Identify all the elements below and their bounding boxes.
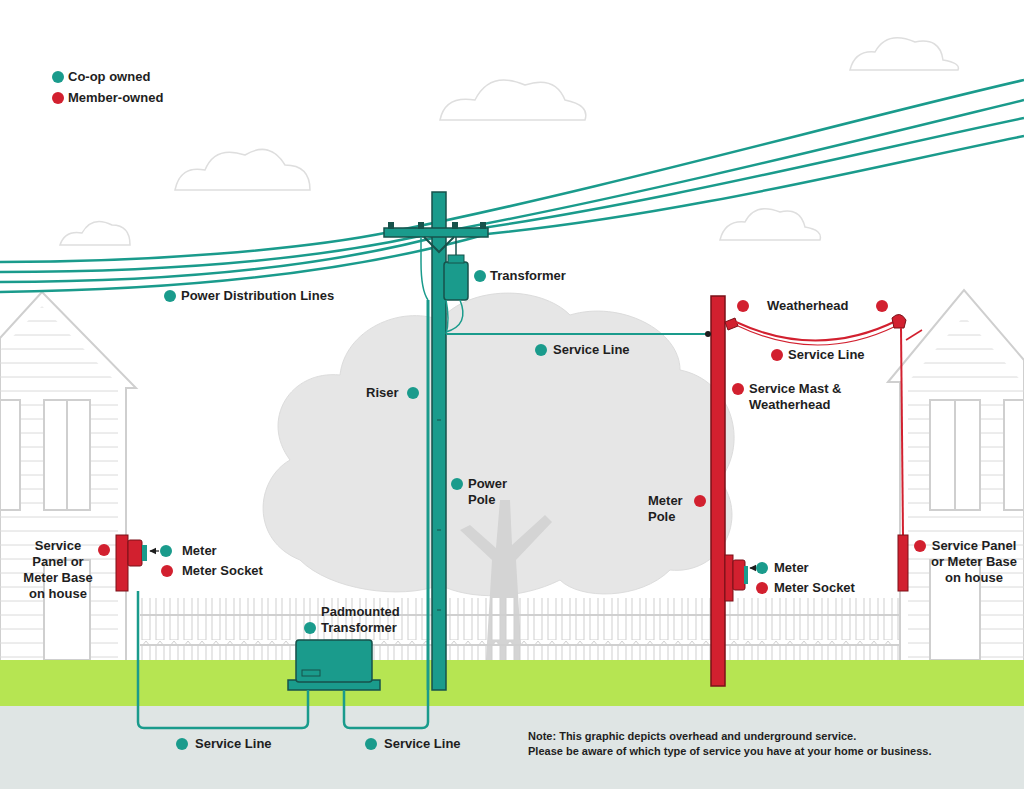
part-label: Meter Pole (648, 493, 694, 525)
label-dot (176, 738, 188, 750)
part-label: Service Mast & Weatherhead (749, 381, 879, 413)
label-dot (164, 290, 176, 302)
part-label: Service Panel or Meter Base on house (930, 538, 1018, 586)
part-label: Riser (366, 385, 399, 401)
clouds (60, 38, 958, 245)
legend-swatch (52, 92, 64, 104)
part-label: Power Distribution Lines (181, 288, 334, 304)
label-dot (407, 387, 419, 399)
leader-arrow (150, 550, 159, 551)
part-label: Service Panel or Meter Base on house (18, 538, 98, 602)
label-dot (876, 300, 888, 312)
label-dot (914, 540, 926, 552)
service-line-underground (138, 591, 428, 728)
part-label: Service Line (788, 347, 865, 363)
label-dot (732, 383, 744, 395)
label-dot (161, 565, 173, 577)
part-label: Service Line (195, 736, 272, 752)
house-right (888, 290, 1024, 662)
label-dot (304, 622, 316, 634)
meter-pole (705, 296, 748, 686)
legend-entry: Co-op owned (52, 69, 163, 90)
riser (427, 300, 430, 690)
part-label: Meter Socket (774, 580, 855, 596)
note-text: Note: This graphic depicts overhead and … (528, 729, 856, 743)
label-dot (365, 738, 377, 750)
part-label: Power Pole (468, 476, 518, 508)
label-dot (756, 562, 768, 574)
pole-transformer (444, 237, 468, 334)
label-dot (771, 349, 783, 361)
house-left (0, 292, 136, 662)
legend-entry: Member-owned (52, 90, 163, 111)
legend-text: Co-op owned (68, 69, 150, 84)
house-panel-left (116, 535, 147, 591)
legend-swatch (52, 71, 64, 83)
underground (0, 706, 1024, 789)
service-line-overhead (446, 333, 711, 335)
distribution-lines (0, 80, 1024, 292)
note-text: Please be aware of which type of service… (528, 744, 931, 758)
part-label: Meter Socket (182, 563, 263, 579)
label-dot (737, 300, 749, 312)
legend: Co-op ownedMember-owned (52, 69, 163, 111)
leader-arrow (750, 567, 755, 568)
label-dot (160, 545, 172, 557)
part-label: Transformer (490, 268, 566, 284)
part-label: Service Line (553, 342, 630, 358)
label-dot (694, 495, 706, 507)
lawn (0, 660, 1024, 706)
part-label: Weatherhead (767, 298, 848, 314)
part-label: Service Line (384, 736, 461, 752)
label-dot (474, 270, 486, 282)
label-dot (756, 582, 768, 594)
label-dot (451, 478, 463, 490)
label-dot (98, 544, 110, 556)
padmounted-transformer (288, 640, 380, 690)
label-dot (535, 344, 547, 356)
part-label: Meter (774, 560, 809, 576)
service-line-member (736, 320, 898, 341)
part-label: Meter (182, 543, 217, 559)
legend-text: Member-owned (68, 90, 163, 105)
fence (140, 598, 900, 662)
part-label: Padmounted Transformer (321, 604, 421, 636)
